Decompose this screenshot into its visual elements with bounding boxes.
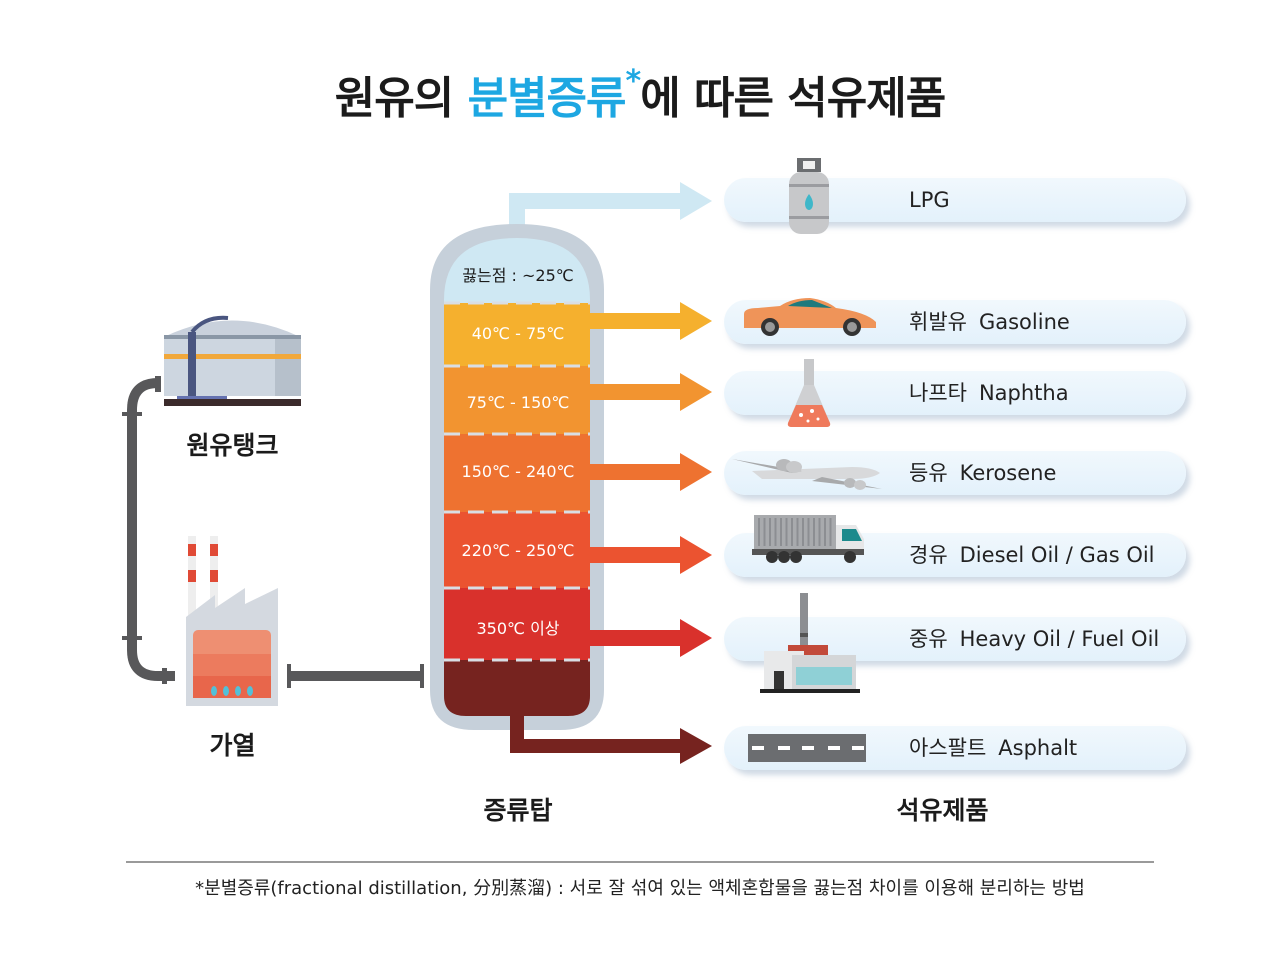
flow-arrow-head xyxy=(680,619,712,657)
flask-icon xyxy=(784,359,834,433)
tower-band-label: 350℃ 이상 xyxy=(476,619,560,638)
product-row: 경유 Diesel Oil / Gas Oil xyxy=(724,515,1186,577)
road-icon xyxy=(748,734,866,766)
flow-arrow-shaft xyxy=(590,313,682,329)
tower-label: 증류탑 xyxy=(483,796,553,825)
footnote-divider xyxy=(126,861,1154,863)
car-icon xyxy=(740,296,880,340)
flow-arrow-head xyxy=(680,453,712,491)
product-label: LPG xyxy=(909,178,950,222)
product-name-ko: 휘발유 xyxy=(909,310,967,334)
product-name-ko: 아스팔트 xyxy=(909,736,987,760)
title-highlight: 분별증류 xyxy=(467,73,627,124)
footnote: *분별증류(fractional distillation, 分別蒸溜) : 서… xyxy=(195,878,1085,899)
product-label: 휘발유 Gasoline xyxy=(909,300,1070,344)
tower-feed-pipe xyxy=(287,671,423,681)
product-row: 등유 Kerosene xyxy=(724,451,1186,495)
product-label: 등유 Kerosene xyxy=(909,451,1056,495)
flow-arrow-head xyxy=(680,373,712,411)
products-heading: 석유제품 xyxy=(896,796,989,825)
product-name-en: Naphtha xyxy=(978,381,1069,405)
product-label: 나프타 Naphtha xyxy=(909,371,1069,415)
product-name-ko: 중유 xyxy=(909,627,948,651)
flow-arrow-shaft xyxy=(590,547,682,563)
truck-icon xyxy=(752,515,867,569)
flow-arrow-shaft xyxy=(590,630,682,646)
title-part2: 에 따른 석유제품 xyxy=(640,73,946,124)
tower-band-label: 40℃ - 75℃ xyxy=(471,324,565,343)
band-separators xyxy=(444,301,590,662)
product-name-ko: 등유 xyxy=(909,461,948,485)
title-part1: 원유의 xyxy=(334,73,468,124)
title-asterisk: * xyxy=(625,64,641,100)
asphalt-arrow xyxy=(680,728,712,764)
gas-cylinder-icon xyxy=(784,158,834,242)
product-name-ko: 경유 xyxy=(909,543,948,567)
product-name-en: Heavy Oil / Fuel Oil xyxy=(959,627,1160,651)
heater-label: 가열 xyxy=(209,731,256,760)
heater-factory-icon xyxy=(186,536,278,706)
flow-arrow-shaft xyxy=(590,384,682,400)
product-name-ko: 나프타 xyxy=(909,381,967,405)
product-name-en: Kerosene xyxy=(959,461,1057,485)
tower-band-label: 75℃ - 150℃ xyxy=(466,393,570,412)
flow-arrow-shaft xyxy=(590,464,682,480)
product-row: 휘발유 Gasoline xyxy=(724,298,1186,344)
feed-pipe xyxy=(127,378,175,681)
product-name-en: Asphalt xyxy=(998,736,1078,760)
asphalt-pipe xyxy=(510,714,682,753)
tower-top-section xyxy=(444,238,590,303)
factory-icon xyxy=(760,593,860,697)
product-name-en: Gasoline xyxy=(978,310,1070,334)
tower-top-label: 끓는점 : ~25℃ xyxy=(462,266,574,285)
product-label: 경유 Diesel Oil / Gas Oil xyxy=(909,533,1155,577)
lpg-arrow xyxy=(680,182,712,220)
tower-band xyxy=(444,303,590,366)
tower-band-label: 150℃ - 240℃ xyxy=(461,462,575,481)
product-row: 중유 Heavy Oil / Fuel Oil xyxy=(724,593,1186,693)
product-row: 나프타 Naphtha xyxy=(724,359,1186,427)
tower-band xyxy=(444,434,590,512)
crude-tank-icon xyxy=(164,315,301,406)
flow-arrow-head xyxy=(680,302,712,340)
page-title: 원유의 분별증류*에 따른 석유제품 xyxy=(0,62,1280,126)
crude-tank-label: 원유탱크 xyxy=(186,431,279,460)
product-label: 아스팔트 Asphalt xyxy=(909,726,1077,770)
product-row: 아스팔트 Asphalt xyxy=(724,726,1186,770)
tower-band xyxy=(444,660,590,716)
product-label: 중유 Heavy Oil / Fuel Oil xyxy=(909,617,1159,661)
tower-band xyxy=(444,366,590,434)
tower-band xyxy=(444,512,590,588)
tower-band-label: 220℃ - 250℃ xyxy=(461,541,575,560)
flow-arrow-head xyxy=(680,536,712,574)
product-name-en: LPG xyxy=(909,188,950,212)
tower-band xyxy=(444,588,590,660)
product-name-en: Diesel Oil / Gas Oil xyxy=(959,543,1155,567)
lpg-pipe xyxy=(509,193,680,232)
product-row: LPG xyxy=(724,158,1186,234)
airplane-icon xyxy=(732,453,887,497)
